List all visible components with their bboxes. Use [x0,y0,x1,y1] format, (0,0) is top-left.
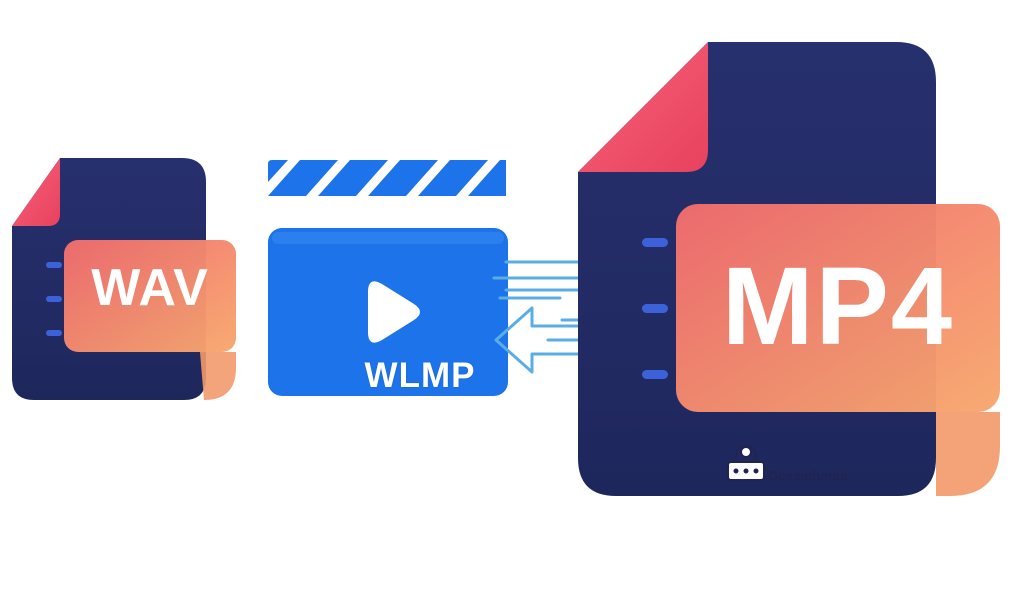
wav-document-icon [12,158,236,400]
play-icon [368,281,420,343]
target-format-label: MP4 [721,245,955,368]
chef-logo-icon [727,444,765,481]
project-format-label: WLMP [364,356,476,395]
source-format-label: WAV [91,259,209,317]
mp4-document-icon [578,42,1000,496]
brand-name: Gossipfunda [768,468,848,483]
